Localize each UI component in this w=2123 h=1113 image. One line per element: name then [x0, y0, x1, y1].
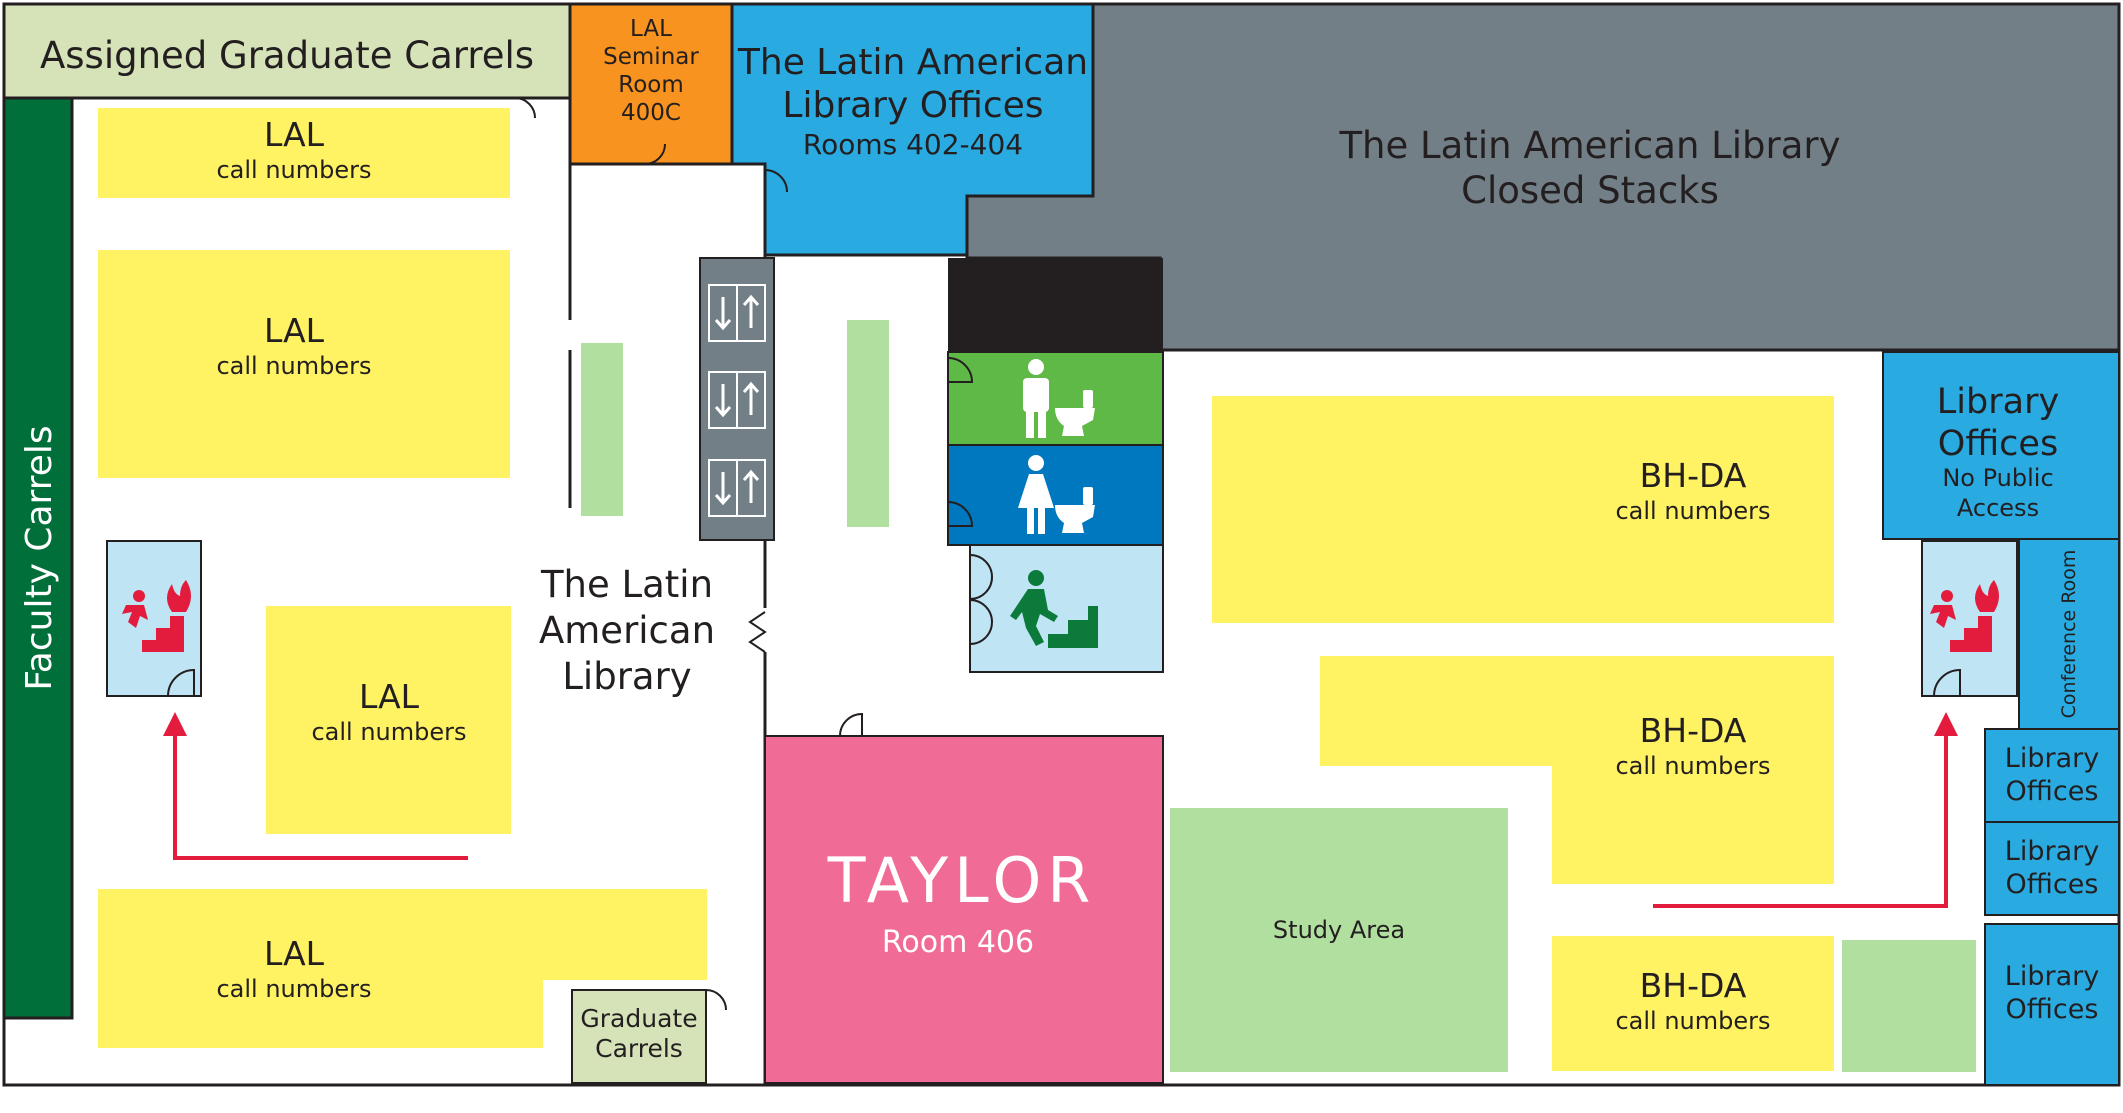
door-double: [748, 611, 767, 653]
graduate-carrels: [571, 989, 707, 1084]
library-offices-main-line3: No Public: [1942, 464, 2053, 492]
door-swing: [947, 501, 974, 527]
seminar-room-line3: Room: [618, 72, 684, 98]
library-name-line3: Library: [562, 655, 691, 698]
door-swing: [514, 97, 536, 119]
faculty-carrels-label: Faculty Carrels: [19, 425, 60, 690]
fire-exit-stairs-icon: [1930, 580, 1999, 652]
lal-stack-2: [98, 250, 510, 478]
library-offices-3-line2: Offices: [2006, 994, 2099, 1025]
seminar-room-line4: 400C: [621, 100, 681, 126]
fire-exit-stairs-icon: [122, 580, 191, 652]
elevator-icon: [708, 459, 766, 517]
emergency-stairwell-right: [1921, 540, 2018, 697]
door-swing: [705, 989, 727, 1011]
womens-restroom-icon: [1018, 455, 1095, 534]
study-table: [847, 320, 889, 527]
bhda-stack-2-label: BH-DA: [1640, 711, 1747, 750]
taylor-name: TAYLOR: [827, 844, 1097, 917]
study-area: [1170, 808, 1508, 1072]
door-swing: [947, 357, 974, 383]
door-swing: [167, 668, 195, 697]
seminar-room-line2: Seminar: [603, 44, 699, 70]
library-offices-1: [1984, 728, 2120, 823]
lal-stack-2-sub: call numbers: [216, 352, 371, 380]
library-offices-3-line1: Library: [2005, 961, 2099, 992]
lal-stack-4-sub: call numbers: [216, 975, 371, 1003]
bhda-stack-3: [1552, 936, 1834, 1071]
library-offices-2-line2: Offices: [2006, 869, 2099, 900]
exit-route-arrow: [1653, 712, 1958, 908]
library-offices-main-line4: Access: [1957, 494, 2039, 522]
bhda-stack-2-sub: call numbers: [1615, 752, 1770, 780]
elevator-icon: [708, 371, 766, 429]
study-area-label: Study Area: [1273, 916, 1405, 944]
lal-stack-1: [98, 108, 510, 198]
lal-stack-3: [266, 606, 511, 834]
faculty-carrels: [2, 96, 74, 1020]
lal-offices-line2: Library Offices: [782, 85, 1043, 126]
library-offices-1-line1: Library: [2005, 743, 2099, 774]
lal-stack-1-sub: call numbers: [216, 156, 371, 184]
library-offices-main-line1: Library: [1937, 382, 2059, 422]
mens-restroom: [947, 351, 1164, 446]
bhda-stack-2: [1320, 656, 1834, 884]
lal-stack-4: [98, 889, 707, 1048]
assigned-graduate-carrels-label: Assigned Graduate Carrels: [40, 34, 534, 77]
lal-stack-3-sub: call numbers: [311, 718, 466, 746]
library-offices-main-line2: Offices: [1938, 424, 2058, 464]
emergency-stairwell-left: [106, 540, 202, 697]
study-table: [1842, 940, 1976, 1072]
seminar-room-400c: [568, 2, 734, 166]
door-swing: [839, 712, 863, 737]
elevator-icon: [708, 284, 766, 342]
library-offices-3: [1984, 923, 2120, 1086]
door-double: [969, 554, 993, 645]
assigned-graduate-carrels: [2, 2, 572, 100]
library-name-line1: The Latin: [540, 563, 713, 606]
graduate-carrels-line2: Carrels: [595, 1034, 683, 1063]
bhda-stack-1-label: BH-DA: [1640, 456, 1747, 495]
lal-offices-line1: The Latin American: [737, 42, 1088, 83]
taylor-room-406: [764, 735, 1164, 1084]
library-offices-2: [1984, 821, 2120, 916]
taylor-room: Room 406: [882, 925, 1034, 960]
door-swing: [764, 169, 788, 193]
womens-restroom: [947, 444, 1164, 546]
bhda-stack-3-sub: call numbers: [1615, 1007, 1770, 1035]
door-swing: [644, 143, 666, 165]
library-offices-1-line2: Offices: [2006, 776, 2099, 807]
library-offices-2-line1: Library: [2005, 836, 2099, 867]
study-table: [581, 343, 623, 516]
closed-stacks-subtitle: Closed Stacks: [1461, 169, 1719, 212]
graduate-carrels-line1: Graduate: [580, 1004, 697, 1033]
lal-stack-4-label: LAL: [264, 934, 325, 973]
lal-stack-3-label: LAL: [359, 677, 420, 716]
lal-stack-2-label: LAL: [264, 311, 325, 350]
stairs-icon: [1010, 570, 1098, 648]
stairwell: [969, 544, 1164, 673]
library-name-line2: American: [539, 609, 715, 652]
mens-restroom-icon: [1023, 359, 1095, 438]
bhda-stack-1: [1212, 396, 1834, 623]
door-swing: [1933, 668, 1961, 697]
bhda-stack-3-label: BH-DA: [1640, 966, 1747, 1005]
library-offices-no-public-access: [1882, 351, 2120, 540]
conference-room: [2018, 538, 2120, 730]
lal-stack-1-label: LAL: [264, 115, 325, 154]
seminar-room-line1: LAL: [630, 16, 672, 42]
lal-offices-rooms: Rooms 402-404: [803, 128, 1023, 161]
closed-stacks-title: The Latin American Library: [1338, 124, 1840, 167]
exit-route-arrow: [163, 712, 468, 860]
conference-room-label: Conference Room: [2058, 550, 2080, 719]
utility-room: [948, 258, 1163, 352]
bhda-stack-1-sub: call numbers: [1615, 497, 1770, 525]
